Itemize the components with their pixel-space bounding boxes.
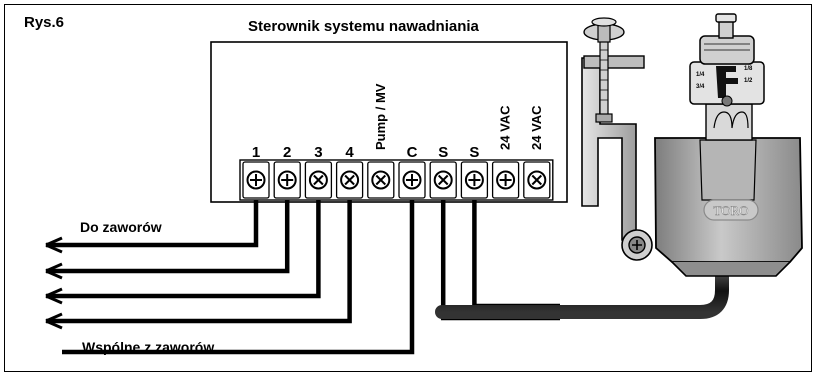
terminal-10-screw-icon — [523, 161, 551, 199]
terminal-4-label: 4 — [345, 144, 354, 161]
terminal-3-label: 3 — [314, 144, 322, 161]
terminal-8-screw-icon — [460, 161, 489, 199]
wires-layer — [45, 180, 560, 355]
sensor-brand-text: TORO — [713, 203, 748, 218]
sensor-cable — [435, 263, 729, 319]
terminal-1-label: 1 — [252, 144, 260, 161]
terminal-4-screw-icon — [335, 161, 364, 199]
arrow-left-icon — [45, 262, 63, 280]
to-valves-label: Do zaworów — [80, 219, 162, 235]
dial-mark-1: 1/4 — [696, 72, 705, 78]
terminal-8-label: S — [469, 144, 479, 161]
dial-mark-4: 1/2 — [744, 78, 753, 84]
terminal-9-label: 24 VAC — [498, 105, 513, 150]
arrow-left-icon — [45, 236, 63, 254]
terminal-7-screw-icon — [429, 161, 457, 199]
rain-sensor-icon: 1/4 1/8 3/4 1/2 TORO — [654, 13, 803, 277]
valve-wire-3 — [46, 180, 321, 299]
terminal-2-label: 2 — [283, 144, 291, 161]
terminal-9-screw-icon — [491, 161, 520, 199]
terminal-7-label: S — [438, 144, 448, 161]
terminal-6-screw-icon — [398, 161, 426, 199]
terminal-1-screw-icon — [242, 161, 270, 199]
terminal-strip — [239, 159, 554, 201]
valve-wire-4 — [46, 180, 352, 324]
dial-mark-3: 3/4 — [696, 84, 705, 90]
terminal-6-label: C — [407, 144, 418, 161]
valve-wire-2 — [46, 180, 290, 274]
figure-frame — [4, 4, 812, 372]
arrow-left-icon — [45, 287, 63, 305]
terminal-5-screw-icon — [367, 161, 395, 199]
arrow-left-icon — [45, 312, 63, 330]
dial-mark-2: 1/8 — [744, 66, 753, 72]
figure-label: Rys.6 — [24, 14, 65, 31]
terminal-2-screw-icon — [273, 161, 301, 199]
common-wire — [62, 180, 415, 355]
terminal-10-label: 24 VAC — [529, 105, 544, 150]
terminal-5-label: Pump / MV — [373, 83, 388, 150]
terminal-3-screw-icon — [304, 161, 333, 199]
terminal-labels: 1 2 3 4 Pump / MV C S S 24 VAC 24 VAC — [252, 83, 544, 161]
controller-title: Sterownik systemu nawadniania — [248, 18, 479, 35]
mounting-clamp-icon — [581, 17, 653, 261]
valve-wire-1 — [46, 180, 259, 248]
